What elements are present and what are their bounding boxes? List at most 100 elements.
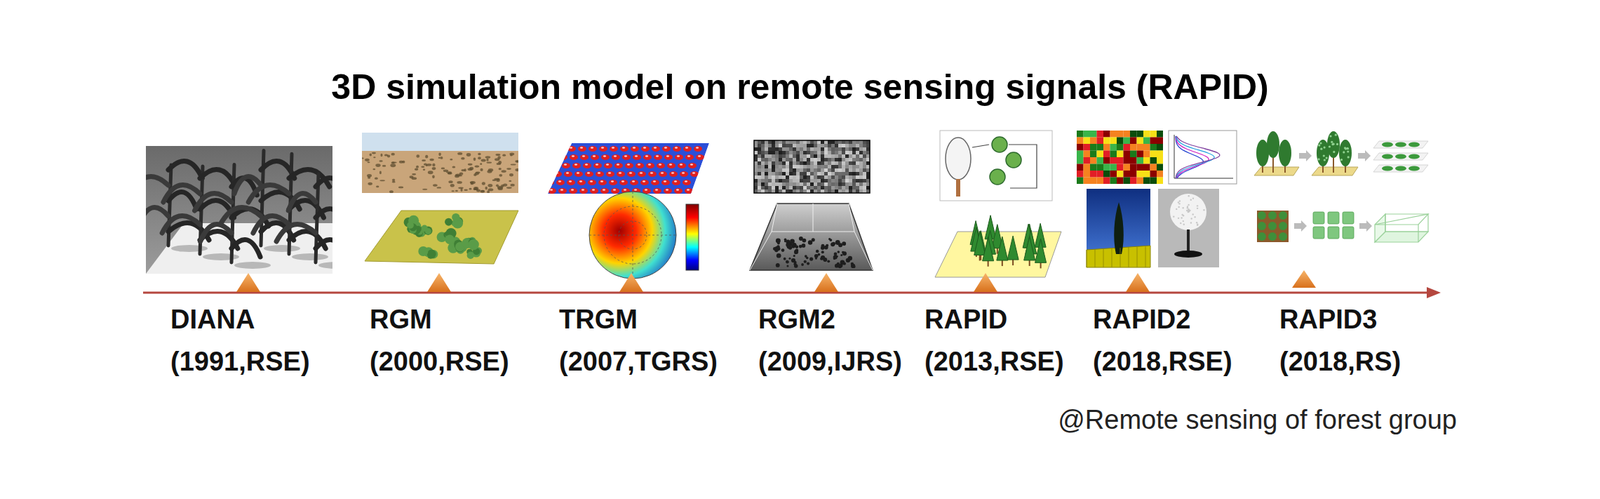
noise-cell bbox=[764, 168, 769, 172]
shrub-dot bbox=[506, 186, 513, 189]
noise-cell bbox=[785, 164, 790, 169]
ground-grid bbox=[1111, 248, 1113, 268]
map-cell bbox=[1076, 150, 1084, 158]
tree-crown bbox=[1266, 131, 1280, 158]
shrub-dot bbox=[390, 163, 396, 167]
noise-cell bbox=[834, 175, 839, 179]
crown-texture bbox=[1317, 157, 1320, 160]
noise-cell bbox=[820, 171, 825, 176]
noise-cell bbox=[761, 157, 765, 162]
watermark: @Remote sensing of forest group bbox=[1057, 402, 1457, 437]
noise-cell bbox=[768, 178, 772, 183]
crown-dot bbox=[1179, 199, 1181, 202]
milestone-label: TRGM (2007,TGRS) bbox=[559, 298, 718, 383]
shrub-dot bbox=[369, 153, 372, 157]
tree-texture bbox=[794, 251, 797, 254]
canopy-bump bbox=[630, 145, 640, 152]
canopy-bump bbox=[598, 179, 607, 186]
noise-cell bbox=[834, 182, 839, 186]
noise-cell bbox=[810, 164, 814, 169]
noise-cell bbox=[855, 164, 860, 169]
noise-cell bbox=[848, 178, 853, 183]
noise-cell bbox=[862, 157, 867, 162]
shrub-dot bbox=[494, 157, 500, 161]
canopy-light bbox=[574, 163, 578, 165]
shrub-dot bbox=[500, 169, 506, 173]
noise-cell bbox=[820, 143, 825, 148]
noise-cell bbox=[827, 157, 832, 162]
shrub-dot bbox=[500, 184, 505, 188]
shrub-dot bbox=[506, 167, 512, 170]
noise-cell bbox=[757, 168, 762, 172]
canopy-bump bbox=[595, 171, 604, 177]
shrub-dot bbox=[427, 170, 434, 174]
scheme-arrow bbox=[1008, 144, 1037, 188]
crown-dot bbox=[1187, 204, 1189, 206]
noise-cell bbox=[813, 150, 818, 155]
noise-cell bbox=[782, 147, 786, 151]
map-cell bbox=[1150, 157, 1158, 165]
plant-leaf bbox=[168, 161, 203, 179]
canopy-bump bbox=[685, 154, 694, 160]
noise-cell bbox=[848, 157, 853, 162]
crown-texture bbox=[1334, 133, 1337, 137]
leaf-layer bbox=[1395, 142, 1407, 148]
noise-cell bbox=[831, 147, 835, 151]
noise-cell bbox=[799, 143, 804, 148]
canopy-light bbox=[547, 180, 551, 182]
crown-top bbox=[1257, 232, 1267, 241]
canopy-bump bbox=[641, 145, 650, 152]
noise-cell bbox=[789, 175, 793, 179]
shrub-dot bbox=[477, 152, 481, 156]
map-cell bbox=[1130, 177, 1138, 185]
shrub-dot bbox=[432, 166, 437, 170]
map-cell bbox=[1103, 170, 1111, 178]
noise-cell bbox=[775, 150, 779, 155]
milestone-label: RGM (2000,RSE) bbox=[369, 298, 510, 383]
noise-cell bbox=[771, 157, 776, 162]
tree-texture bbox=[828, 237, 831, 240]
canopy-light bbox=[645, 155, 649, 157]
noise-cell bbox=[796, 150, 800, 155]
noise-cell bbox=[813, 185, 818, 190]
noise-cell bbox=[845, 185, 849, 190]
crown-texture bbox=[1323, 158, 1326, 161]
map-cell bbox=[1143, 177, 1151, 185]
crown-dot bbox=[1190, 221, 1192, 224]
canopy-bump bbox=[656, 162, 665, 169]
noise-cell bbox=[862, 182, 867, 186]
noise-cell bbox=[859, 161, 863, 165]
noise-cell bbox=[764, 143, 769, 148]
canopy-light bbox=[663, 180, 667, 182]
shrub-dot bbox=[480, 190, 486, 193]
tree-texture bbox=[801, 263, 804, 266]
diana-picture bbox=[145, 145, 333, 274]
shrub-dot bbox=[470, 183, 474, 186]
scheme-arrow bbox=[972, 144, 990, 148]
noise-cell bbox=[764, 161, 769, 165]
shrub-dot bbox=[486, 162, 492, 164]
shrub-dot bbox=[421, 159, 426, 162]
canopy-surface bbox=[545, 143, 710, 194]
milestone-label: DIANA (1991,RSE) bbox=[170, 298, 311, 383]
noise-cell bbox=[827, 147, 832, 151]
map-cell bbox=[1116, 143, 1124, 151]
noise-cell bbox=[817, 161, 821, 165]
tree-texture bbox=[801, 243, 806, 248]
noise-cell bbox=[831, 178, 835, 183]
shrub-dot bbox=[508, 180, 512, 182]
canopy-light bbox=[634, 155, 638, 157]
shrub-dot bbox=[379, 159, 383, 163]
tree-trunk bbox=[1332, 155, 1335, 173]
rapid3-picture bbox=[1254, 131, 1429, 242]
noise-cell bbox=[862, 154, 867, 158]
noise-cell bbox=[778, 143, 783, 148]
shrub-dot bbox=[437, 186, 442, 188]
noise-cell bbox=[799, 168, 804, 172]
shrub-dot bbox=[372, 168, 376, 170]
noise-cell bbox=[834, 168, 839, 172]
leaf-layer bbox=[1408, 142, 1420, 148]
map-cell bbox=[1156, 177, 1163, 185]
tree-texture bbox=[825, 244, 829, 247]
